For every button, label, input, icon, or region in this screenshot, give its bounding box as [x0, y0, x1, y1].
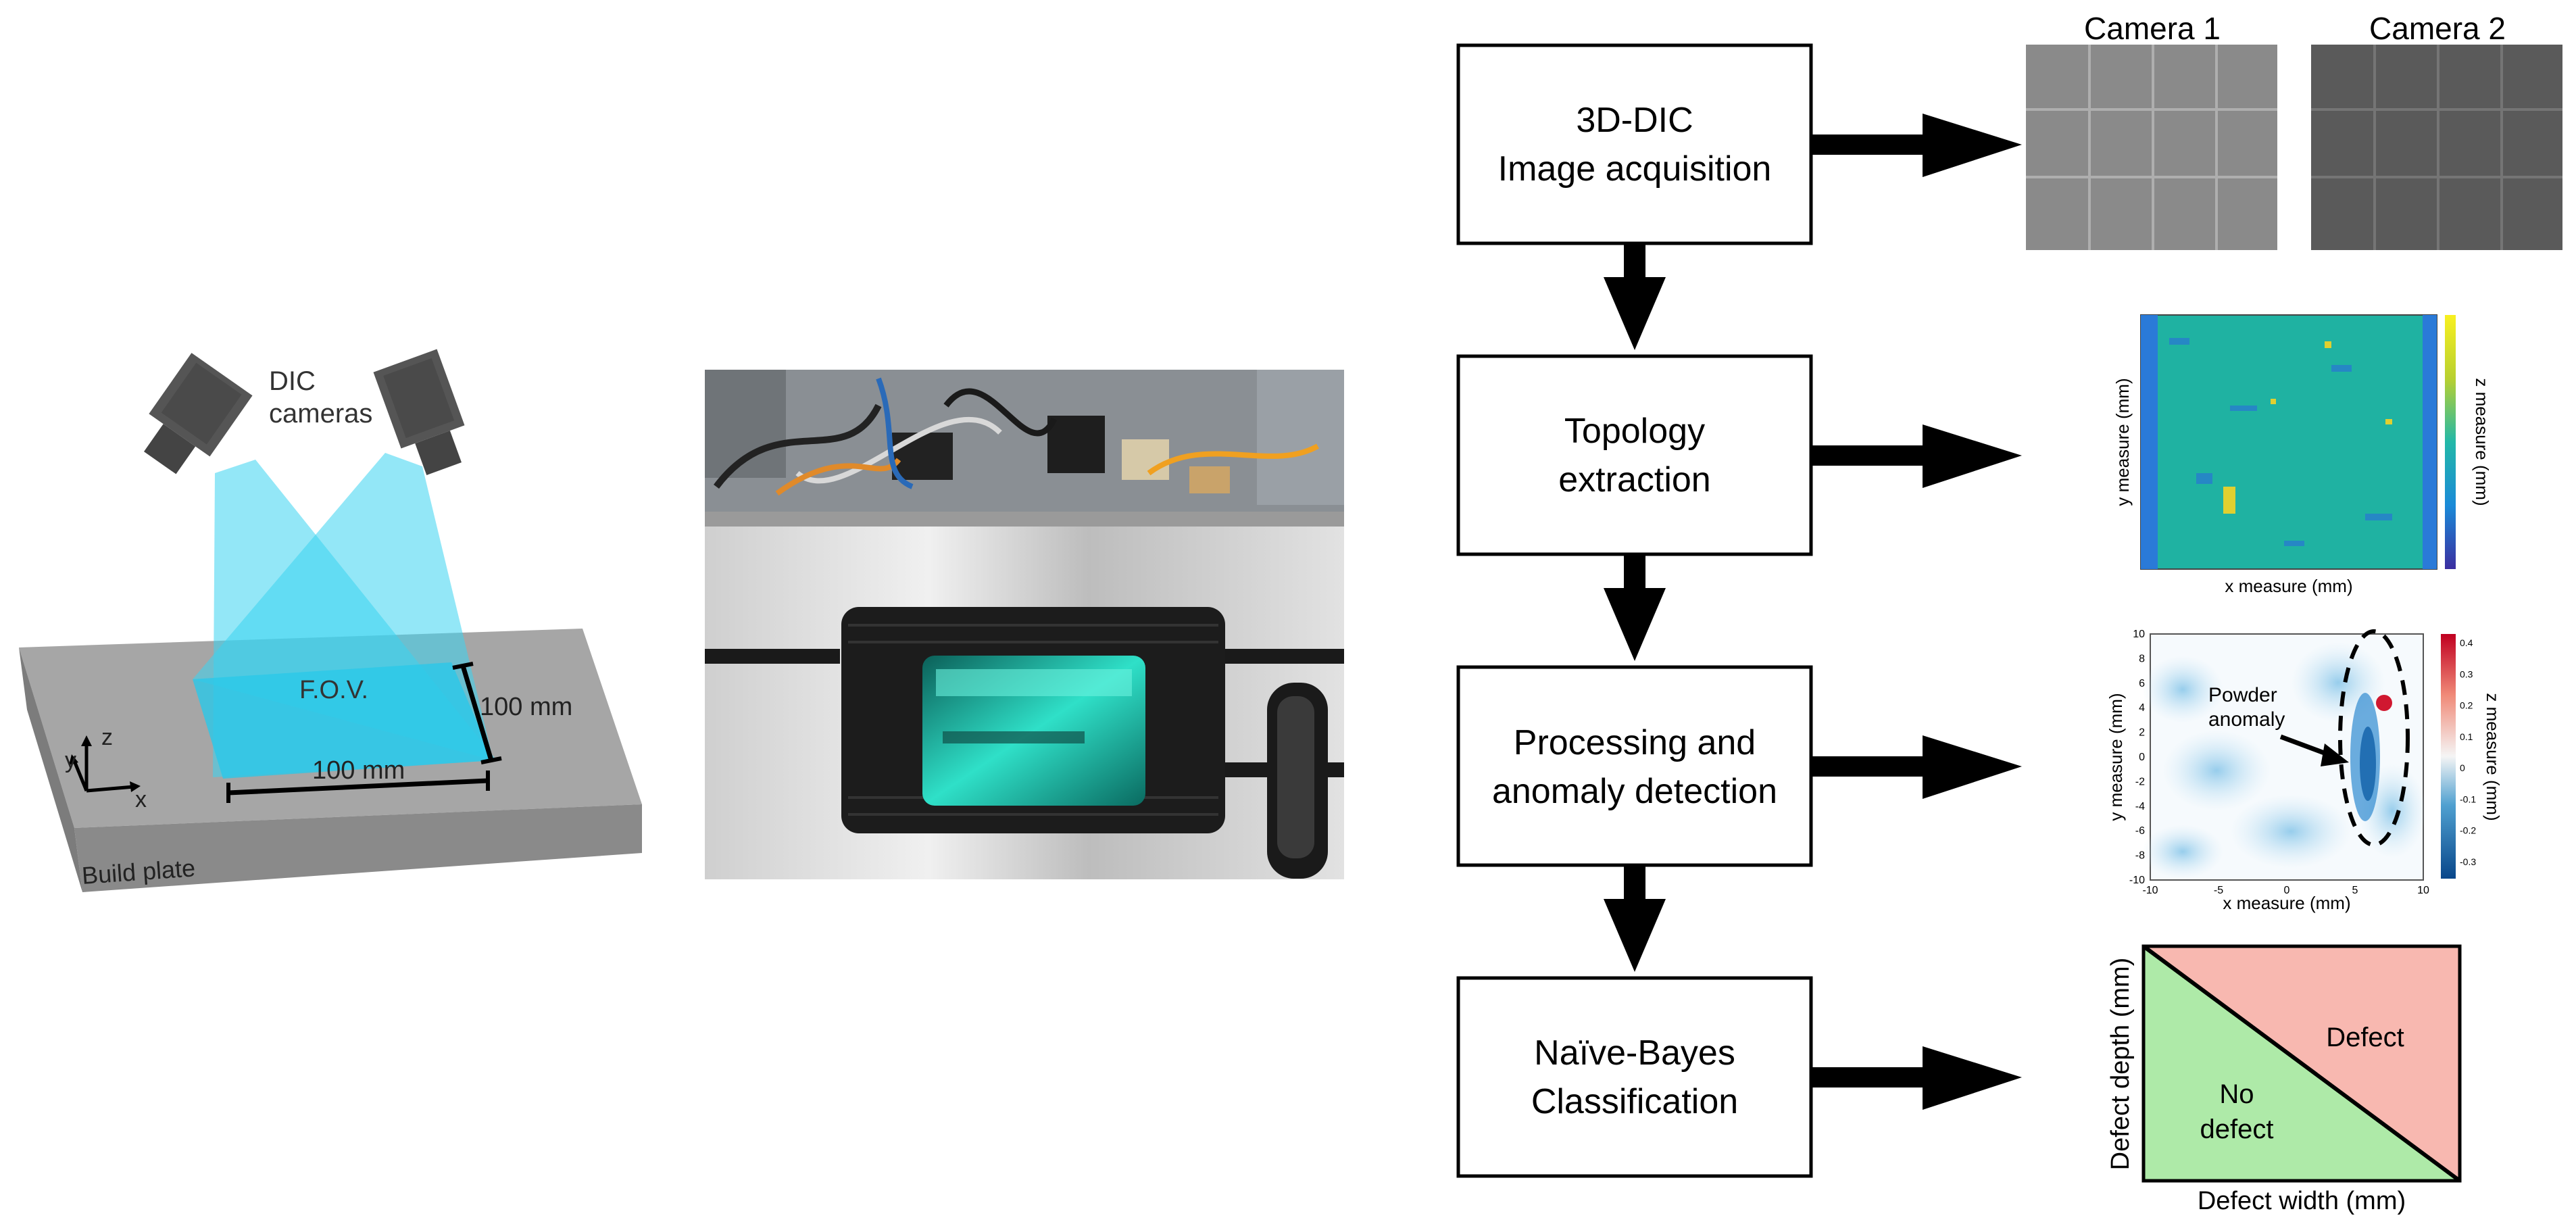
fov-width-dimension: [228, 778, 489, 796]
no-defect-label-line1: No: [2219, 1079, 2254, 1109]
anomaly-x-tick: -5: [2214, 885, 2223, 896]
right-arrow-1: [1811, 114, 2022, 177]
anomaly-x-tick: 10: [2417, 885, 2429, 896]
right-arrow-4: [1811, 1046, 2022, 1110]
anomaly-y-ticks: 10 8 6 4 2 0 -2 -4 -6 -8 -10: [2129, 629, 2145, 886]
step-2-line1: Topology: [1564, 412, 1705, 451]
step-2-line2: extraction: [1558, 460, 1710, 499]
fov-label: F.O.V.: [299, 676, 368, 704]
topology-xlabel: x measure (mm): [2225, 576, 2352, 596]
anomaly-colorbar-tick: 0.2: [2460, 700, 2473, 711]
anomaly-colorbar-label: z measure (mm): [2483, 693, 2503, 821]
topology-ylabel: y measure (mm): [2112, 378, 2133, 506]
topology-heatmap: [2140, 314, 2437, 570]
camera2-label: Camera 2: [2369, 11, 2506, 46]
anomaly-ylabel: y measure (mm): [2106, 693, 2126, 821]
anomaly-y-tick: 2: [2139, 727, 2145, 739]
anomaly-y-tick: -4: [2135, 801, 2145, 812]
fov-height-dimension: [460, 664, 494, 762]
anomaly-y-tick: 0: [2139, 752, 2145, 763]
anomaly-y-tick: 4: [2139, 702, 2145, 714]
classification-ylabel: Defect depth (mm): [2106, 958, 2135, 1171]
anomaly-colorbar-tick: 0.1: [2460, 731, 2473, 742]
build-plate-front: [74, 804, 642, 892]
anomaly-y-tick: -8: [2135, 850, 2145, 862]
anomaly-colorbar-ticks: 0.4 0.3 0.2 0.1 0 -0.1 -0.2 -0.3: [2460, 637, 2476, 867]
anomaly-colorbar-tick: -0.3: [2460, 856, 2476, 867]
fov-patch: [193, 662, 493, 779]
classification-xlabel: Defect width (mm): [2198, 1187, 2406, 1215]
axis-z-label: z: [101, 725, 113, 750]
classification-diagram: Defect No defect Defect width (mm) Defec…: [2106, 944, 2462, 1215]
defect-region-label: Defect: [2326, 1023, 2404, 1052]
camera2-image: [2311, 45, 2562, 250]
build-plate-side: [19, 647, 82, 892]
anomaly-annotation-line2: anomaly: [2208, 708, 2285, 731]
anomaly-highlight-ellipse: [2338, 629, 2410, 847]
anomaly-y-tick: 10: [2133, 629, 2145, 640]
no-defect-label-line2: defect: [2200, 1115, 2274, 1144]
anomaly-colorbar-tick: -0.1: [2460, 793, 2476, 804]
workflow-step-processing: Processing and anomaly detection: [1456, 665, 1813, 867]
workflow-step-acquisition: 3D-DIC Image acquisition: [1456, 43, 1813, 245]
step-4-line1: Naïve-Bayes: [1534, 1033, 1735, 1073]
topology-map: x measure (mm) y measure (mm) z measure …: [2112, 314, 2492, 596]
anomaly-arrow: [2279, 734, 2349, 766]
right-arrow-3: [1811, 735, 2022, 799]
camera-images: Camera 1 Camera 2: [2026, 11, 2562, 250]
right-arrow-2: [1811, 424, 2022, 488]
anomaly-y-tick: 6: [2139, 678, 2145, 689]
machine-photo: [705, 370, 1344, 879]
step-4-line2: Classification: [1531, 1082, 1738, 1121]
anomaly-x-ticks: -10 -5 0 5 10: [2142, 885, 2429, 896]
anomaly-annotation-line1: Powder: [2208, 684, 2277, 706]
workflow-step-topology: Topology extraction: [1456, 354, 1813, 556]
step-3-line1: Processing and: [1514, 723, 1756, 762]
anomaly-colorbar-tick: 0: [2460, 762, 2465, 773]
anomaly-map: Powder anomaly x measure (mm) y measure …: [2106, 629, 2503, 913]
fov-height-label: 100 mm: [480, 693, 572, 721]
step-1-line1: 3D-DIC: [1576, 101, 1693, 140]
topology-colorbar-label: z measure (mm): [2472, 378, 2492, 506]
right-camera-icon: [373, 349, 465, 475]
down-arrow-3: [1604, 865, 1666, 972]
cameras-label-line1: DIC: [269, 366, 316, 396]
decision-boundary: [2142, 944, 2461, 1183]
anomaly-y-tick: -10: [2129, 875, 2145, 886]
anomaly-colorbar: [2441, 634, 2456, 879]
anomaly-xlabel: x measure (mm): [2223, 893, 2350, 913]
dic-setup-illustration: Build plate F.O.V. DIC cameras 100 mm 10…: [19, 349, 642, 892]
anomaly-colorbar-tick: -0.2: [2460, 825, 2476, 836]
classification-frame: [2141, 944, 2462, 1183]
anomaly-y-tick: -2: [2135, 776, 2145, 787]
anomaly-y-tick: -6: [2135, 825, 2145, 837]
down-arrow-1: [1604, 243, 1666, 350]
anomaly-colorbar-tick: 0.3: [2460, 668, 2473, 679]
anomaly-x-tick: 0: [2284, 885, 2290, 896]
down-arrow-2: [1604, 554, 1666, 661]
topology-colorbar: [2445, 315, 2456, 569]
camera1-image: [2026, 45, 2277, 250]
step-3-line2: anomaly detection: [1492, 772, 1777, 811]
anomaly-colorbar-tick: 0.4: [2460, 637, 2473, 648]
axis-x-label: x: [135, 787, 147, 812]
fov-width-label: 100 mm: [312, 756, 405, 785]
camera1-label: Camera 1: [2084, 11, 2221, 46]
cameras-label-line2: cameras: [269, 399, 372, 429]
step-1-line2: Image acquisition: [1498, 149, 1772, 189]
axis-y-label: y: [65, 748, 76, 773]
anomaly-y-tick: 8: [2139, 653, 2145, 664]
left-camera-icon: [143, 353, 253, 474]
anomaly-x-tick: 5: [2352, 885, 2358, 896]
workflow: 3D-DIC Image acquisition Topology extrac…: [1456, 43, 2022, 1178]
workflow-step-classification: Naïve-Bayes Classification: [1456, 976, 1813, 1178]
anomaly-x-tick: -10: [2142, 885, 2158, 896]
anomaly-blobs: [2142, 642, 2426, 879]
coordinate-axes: z x y: [65, 725, 147, 812]
